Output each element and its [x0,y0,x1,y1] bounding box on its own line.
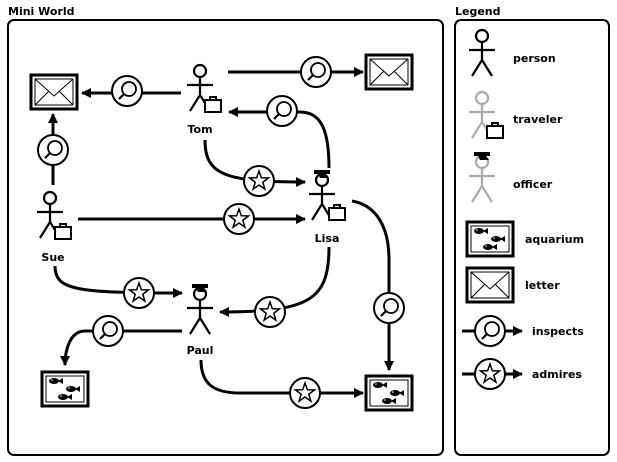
briefcase-icon [486,122,504,139]
legend-label: person [513,52,556,65]
world-title: Mini World [8,5,75,18]
edge-lisa-inspects-aquarium-2 [351,199,394,371]
officer-icon [185,286,215,336]
briefcase-icon [204,96,222,113]
letter-icon [29,73,79,111]
magnifier-icon [299,55,333,89]
person-sue: Sue [35,190,72,264]
world-panel [7,19,444,456]
magnifier-icon [36,133,70,167]
person-paul: Paul [185,284,215,357]
person-name: Sue [41,251,64,264]
legend-label: letter [525,279,560,292]
legend-item-aquarium: aquarium [467,222,584,256]
legend-item-admires: admires [462,358,582,390]
edge-sue-admires-paul [53,265,183,298]
letter-icon [364,53,414,91]
person-lisa: Lisa [307,170,346,245]
person-name: Paul [187,344,214,357]
star-icon [243,165,275,197]
edge-lisa-admires-paul [219,246,331,317]
star-icon [289,377,321,409]
legend-item-traveler: traveler [467,90,563,140]
legend-item-letter: letter [465,266,560,304]
edge-paul-admires-aquarium-2 [199,359,364,398]
briefcase-icon [328,204,346,221]
legend-label: officer [513,178,553,191]
edge-paul-inspects-aquarium-1 [60,329,182,366]
legend-item-inspects: inspects [462,314,584,348]
magnifier-icon [110,74,144,108]
person-name: Tom [187,123,212,136]
legend-title: Legend [455,5,501,18]
magnifier-icon [265,94,299,128]
star-icon [123,277,155,309]
magnifier-icon [372,291,406,325]
magnifier-icon [91,314,125,348]
letter-icon [465,266,515,304]
star-icon [223,203,255,235]
aquarium-icon [42,372,88,406]
legend-label: inspects [532,325,584,338]
star-icon [254,296,286,328]
edge-tom-admires-lisa [203,139,306,187]
legend-panel [454,19,610,456]
legend-label: aquarium [525,233,584,246]
aquarium-icon [366,376,412,410]
edge-lisa-inspects-tom [228,107,331,169]
officer-icon [467,154,497,204]
legend-label: traveler [513,113,563,126]
legend-item-person: person [467,28,556,78]
person-name: Lisa [315,232,340,245]
person-icon [467,28,497,78]
person-tom: Tom [185,63,222,136]
aquarium-icon [467,222,513,256]
legend-item-officer: officer [467,152,553,204]
magnifier-icon [473,314,507,348]
star-icon [474,358,506,390]
briefcase-icon [54,223,72,240]
legend-label: admires [532,368,582,381]
